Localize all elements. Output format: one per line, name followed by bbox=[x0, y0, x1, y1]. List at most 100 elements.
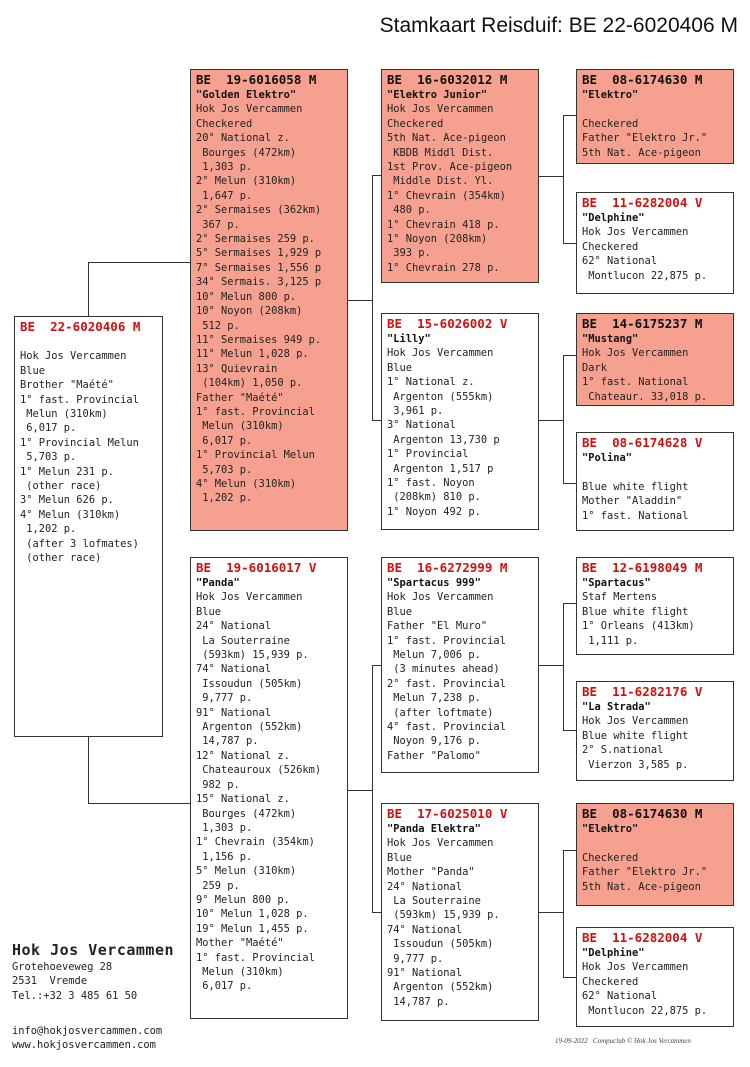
pigeon-card-mm: BE 17-6025010 V "Panda Elektra" Hok Jos … bbox=[381, 803, 539, 1021]
detail-line: Blue white flight bbox=[582, 729, 689, 742]
detail-line: 1° fast. Provincial bbox=[196, 951, 315, 964]
owner-phone: Tel.:+32 3 485 61 50 bbox=[12, 989, 138, 1002]
connector-line bbox=[563, 355, 577, 356]
detail-line: Checkered bbox=[582, 851, 639, 864]
pigeon-card-father: BE 19-6016058 M "Golden Elektro" Hok Jos… bbox=[190, 69, 348, 531]
connector-line bbox=[563, 115, 564, 244]
detail-line bbox=[20, 335, 157, 349]
detail-line: (104km) 1,050 p. bbox=[196, 377, 303, 390]
detail-line: Blue white flight bbox=[582, 605, 689, 618]
detail-line: Blue bbox=[387, 605, 413, 618]
connector-line bbox=[563, 603, 564, 731]
detail-line: 15° National z. bbox=[196, 793, 290, 806]
detail-line: 10° Melun 1,028 p. bbox=[196, 908, 309, 921]
detail-line: Blue bbox=[387, 361, 413, 374]
pigeon-card-mfm: BE 11-6282176 V "La Strada" Hok Jos Verc… bbox=[576, 681, 734, 781]
detail-line: 14,787 p. bbox=[196, 735, 259, 748]
detail-line: La Souterraine bbox=[196, 634, 290, 647]
detail-line: 9,777 p. bbox=[387, 952, 444, 965]
detail-line: 62° National bbox=[582, 255, 658, 268]
detail-line: Issoudun (505km) bbox=[387, 938, 494, 951]
detail-line: 1° fast. Provincial bbox=[196, 405, 315, 418]
email-link[interactable]: info@hokjosvercammen.com bbox=[12, 1025, 163, 1037]
pigeon-name: "Polina" bbox=[582, 452, 633, 464]
ring-number: BE 17-6025010 V bbox=[387, 806, 508, 821]
detail-line: 1,303 p. bbox=[196, 161, 253, 174]
pigeon-name: "Elektro Junior" bbox=[387, 89, 488, 101]
page-title: Stamkaart Reisduif: BE 22-6020406 M bbox=[379, 14, 738, 37]
connector-line bbox=[563, 977, 577, 978]
detail-line: 9,777 p. bbox=[196, 692, 253, 705]
detail-line: Dark bbox=[582, 361, 608, 374]
detail-line: Chateaur. 33,018 p. bbox=[582, 390, 708, 403]
ring-number: BE 16-6032012 M bbox=[387, 72, 508, 87]
detail-line: 7° Sermaises 1,556 p bbox=[196, 261, 322, 274]
detail-line: 13° Quievrain bbox=[196, 362, 278, 375]
detail-line: Middle Dist. Yl. bbox=[387, 175, 494, 188]
connector-line bbox=[563, 730, 577, 731]
pigeon-card-mother: BE 19-6016017 V "Panda" Hok Jos Vercamme… bbox=[190, 557, 348, 1019]
detail-line: 91° National bbox=[196, 706, 272, 719]
connector-line bbox=[372, 420, 382, 421]
detail-line: Bourges (472km) bbox=[196, 807, 297, 820]
detail-line: 5th Nat. Ace-pigeon bbox=[387, 132, 506, 145]
detail-line: 1,303 p. bbox=[196, 821, 253, 834]
connector-line bbox=[347, 300, 372, 301]
pigeon-name: "Delphine" bbox=[582, 947, 645, 959]
connector-line bbox=[88, 803, 191, 804]
detail-line: Issoudun (505km) bbox=[196, 677, 303, 690]
pigeon-name: "La Strada" bbox=[582, 701, 651, 713]
connector-line bbox=[563, 243, 577, 244]
ring-number: BE 08-6174628 V bbox=[582, 435, 703, 450]
detail-line: 480 p. bbox=[387, 204, 431, 217]
detail-line: 2° S.national bbox=[582, 744, 664, 757]
detail-line: 1° Orleans (413km) bbox=[582, 620, 695, 633]
connector-line bbox=[88, 262, 89, 317]
detail-line: 1° fast. Provincial bbox=[387, 634, 506, 647]
connector-line bbox=[563, 483, 577, 484]
detail-line: Hok Jos Vercammen bbox=[196, 591, 303, 604]
ring-number: BE 16-6272999 M bbox=[387, 560, 508, 575]
pigeon-card-fmf: BE 14-6175237 M "Mustang" Hok Jos Vercam… bbox=[576, 313, 734, 406]
pigeon-card-ffm: BE 11-6282004 V "Delphine" Hok Jos Verca… bbox=[576, 192, 734, 294]
detail-line: La Souterraine bbox=[387, 895, 481, 908]
detail-line: Melun (310km) bbox=[196, 965, 284, 978]
detail-line: Melun (310km) bbox=[196, 420, 284, 433]
detail-line: Checkered bbox=[582, 975, 639, 988]
connector-line bbox=[372, 175, 373, 420]
detail-line: Argenton 13,730 p bbox=[387, 433, 500, 446]
detail-line bbox=[582, 465, 728, 479]
detail-line: Hok Jos Vercammen bbox=[387, 837, 494, 850]
pigeon-name: "Delphine" bbox=[582, 212, 645, 224]
detail-line: 24° National bbox=[196, 620, 272, 633]
website-link[interactable]: www.hokjosvercammen.com bbox=[12, 1039, 156, 1052]
detail-line: 1° Chevrain 278 p. bbox=[387, 261, 500, 274]
owner-name: Hok Jos Vercammen bbox=[12, 941, 175, 959]
detail-line: 11° Melun 1,028 p. bbox=[196, 348, 309, 361]
detail-line: 1,111 p. bbox=[582, 634, 639, 647]
detail-line: Hok Jos Vercammen bbox=[582, 715, 689, 728]
detail-line: 1° Provincial Melun bbox=[20, 436, 139, 449]
detail-line bbox=[582, 102, 728, 116]
detail-line: (other race) bbox=[20, 480, 102, 493]
detail-line: 4° Melun (310km) bbox=[196, 477, 297, 490]
footer-credit: 19-09-2022 Compuclub © Hok Jos Vercammen bbox=[555, 1037, 691, 1045]
pigeon-card-fm: BE 15-6026002 V "Lilly" Hok Jos Vercamme… bbox=[381, 313, 539, 530]
pigeon-card-fmm: BE 08-6174628 V "Polina" Blue white flig… bbox=[576, 432, 734, 531]
detail-line: Melun 7,006 p. bbox=[387, 649, 481, 662]
detail-line: Blue bbox=[387, 851, 413, 864]
detail-line: Checkered bbox=[196, 117, 253, 130]
detail-line: Father "Maété" bbox=[196, 391, 284, 404]
detail-line: 1° fast. National bbox=[582, 376, 689, 389]
connector-line bbox=[538, 176, 564, 177]
